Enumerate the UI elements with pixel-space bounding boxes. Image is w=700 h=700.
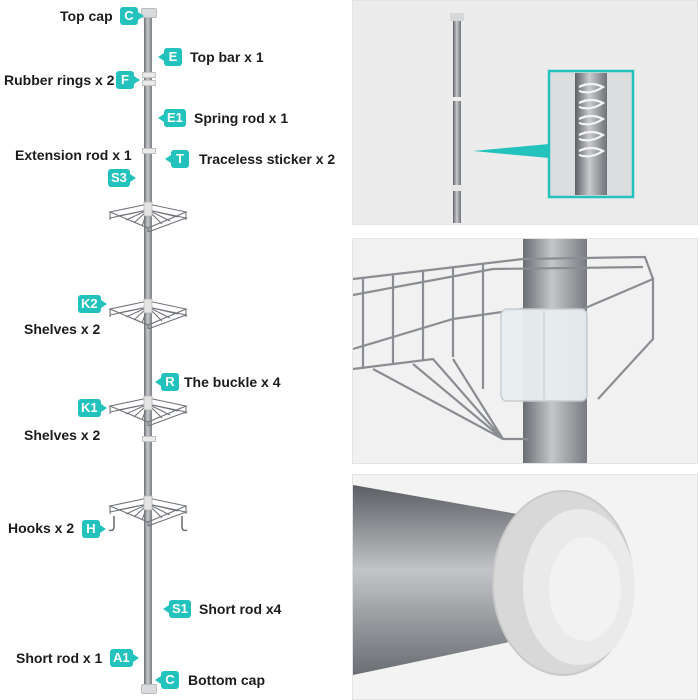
shelf-basket [108, 298, 188, 329]
spring-rod-badge: E1 [158, 109, 186, 127]
rubber-ring-part [142, 80, 156, 86]
traceless-sticker-badge: T [165, 150, 189, 168]
short-rod-a1-label: Short rod x 1 [16, 650, 103, 666]
pole [144, 12, 152, 690]
end-cap-detail-panel [352, 474, 698, 700]
top-cap-badge: C [120, 7, 144, 25]
rubber-ring-part [142, 72, 156, 78]
rubber-rings-badge: F [116, 71, 140, 89]
bottom-cap-label: Bottom cap [188, 672, 265, 688]
extension-rod-badge: S3 [108, 169, 136, 187]
bottom-cap-part [141, 684, 157, 694]
shelf-basket [108, 201, 188, 232]
hooks-badge: H [82, 520, 106, 538]
bottom-cap-badge: C [155, 671, 179, 689]
top-bar-badge: E [158, 48, 182, 66]
traceless-sticker-part [142, 148, 156, 154]
rubber-rings-label: Rubber rings x 2 [4, 72, 115, 88]
shelves-lower-label: Shelves x 2 [24, 427, 101, 443]
spring-closeup-illustration [450, 13, 635, 223]
traceless-sticker-label: Traceless sticker x 2 [199, 151, 336, 167]
spring-rod-label: Spring rod x 1 [194, 110, 289, 126]
short-rod-s1-badge: S1 [163, 600, 191, 618]
buckle-badge: R [155, 373, 179, 391]
spring-detail-panel [352, 0, 698, 225]
top-cap-label: Top cap [60, 8, 113, 24]
extension-rod-label: Extension rod x 1 [15, 147, 132, 163]
shelves-upper-label: Shelves x 2 [24, 321, 101, 337]
short-rod-s1-label: Short rod x4 [199, 601, 282, 617]
short-rod-a1-badge: A1 [110, 649, 139, 667]
buckle-part [142, 436, 156, 442]
end-cap-closeup-illustration [353, 485, 635, 676]
hooks-label: Hooks x 2 [8, 520, 75, 536]
shelf-basket-with-hooks [108, 495, 188, 532]
buckle-label: The buckle x 4 [184, 374, 281, 390]
shelves-lower-badge: K1 [78, 399, 107, 417]
shelves-upper-badge: K2 [78, 295, 107, 313]
shelf-basket [108, 395, 188, 426]
shelf-buckle-closeup-illustration [353, 239, 655, 463]
shelf-buckle-detail-panel [352, 238, 698, 464]
top-bar-label: Top bar x 1 [190, 49, 264, 65]
